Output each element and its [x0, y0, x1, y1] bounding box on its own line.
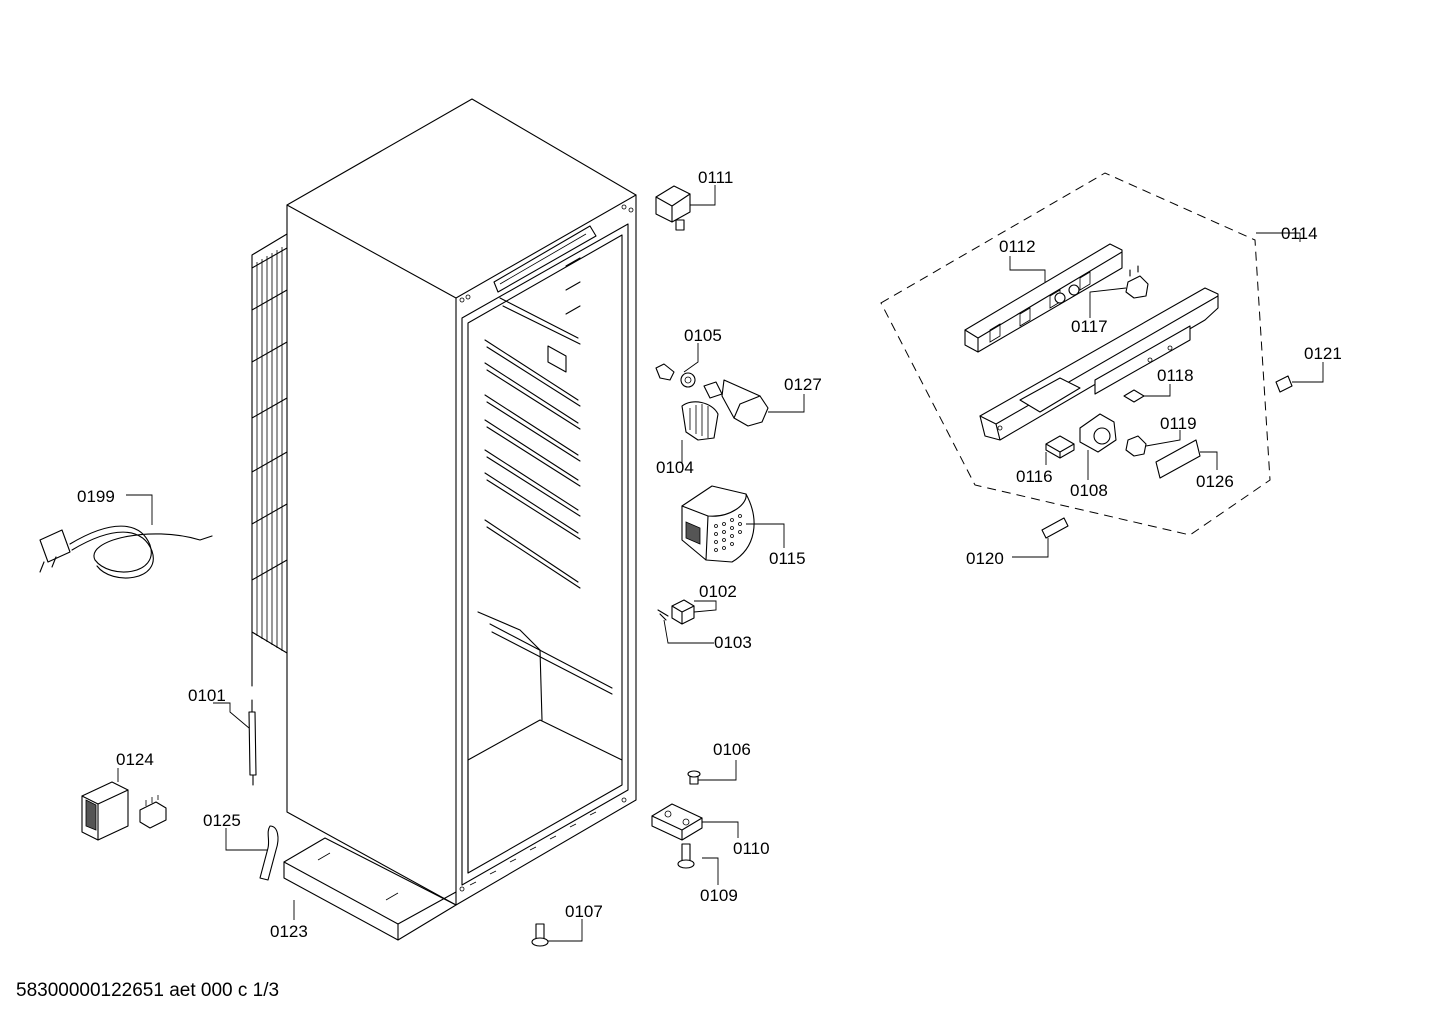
dryer-tube [248, 699, 257, 786]
callout-0105: 0105 [684, 326, 722, 345]
callout-0106: 0106 [713, 740, 751, 759]
leader-lines [117, 185, 1324, 942]
callout-0119: 0119 [1160, 414, 1197, 433]
callout-0114: 0114 [1281, 224, 1318, 243]
power-cord [39, 525, 213, 579]
callout-0118: 0118 [1157, 366, 1194, 385]
small-clips [1041, 375, 1293, 539]
callout-0123: 0123 [270, 922, 308, 941]
callout-0116: 0116 [1016, 467, 1053, 486]
callout-0117: 0117 [1071, 317, 1108, 336]
callout-0125: 0125 [203, 811, 241, 830]
callout-0126: 0126 [1196, 472, 1234, 491]
callout-0110: 0110 [733, 839, 770, 858]
callout-0124: 0124 [116, 750, 154, 769]
drain-hose [259, 825, 279, 881]
callout-0111: 0111 [698, 168, 733, 187]
callout-0103: 0103 [714, 633, 752, 652]
base-tray [283, 837, 457, 941]
callout-0121: 0121 [1304, 344, 1342, 363]
callout-0102: 0102 [699, 582, 737, 601]
callout-0104: 0104 [656, 458, 694, 477]
condenser-coil [251, 233, 288, 687]
lamp-assembly [655, 363, 769, 441]
callout-labels: 0101 0102 0103 0104 0105 0106 0107 0108 … [77, 168, 1342, 941]
callout-0112: 0112 [999, 237, 1036, 256]
callout-0108: 0108 [1070, 481, 1108, 500]
bottom-hinge-parts [531, 770, 703, 947]
document-number: 58300000122651 aet 000 c 1/3 [16, 980, 280, 1001]
callout-0127: 0127 [784, 375, 822, 394]
refrigerator-cabinet [286, 98, 637, 906]
top-hinge [655, 185, 691, 231]
callout-0120: 0120 [966, 549, 1004, 568]
shelf-rails [484, 257, 613, 695]
relay-box [81, 781, 167, 841]
fan-cover [681, 485, 755, 563]
control-panel-assembly [880, 172, 1271, 536]
callout-0199: 0199 [77, 487, 115, 506]
callout-0115: 0115 [769, 549, 806, 568]
cabinet-screws [459, 204, 634, 892]
callout-0101: 0101 [188, 686, 226, 705]
callout-0109: 0109 [700, 886, 738, 905]
callout-0107: 0107 [565, 902, 603, 921]
sensor-clip [657, 599, 695, 625]
